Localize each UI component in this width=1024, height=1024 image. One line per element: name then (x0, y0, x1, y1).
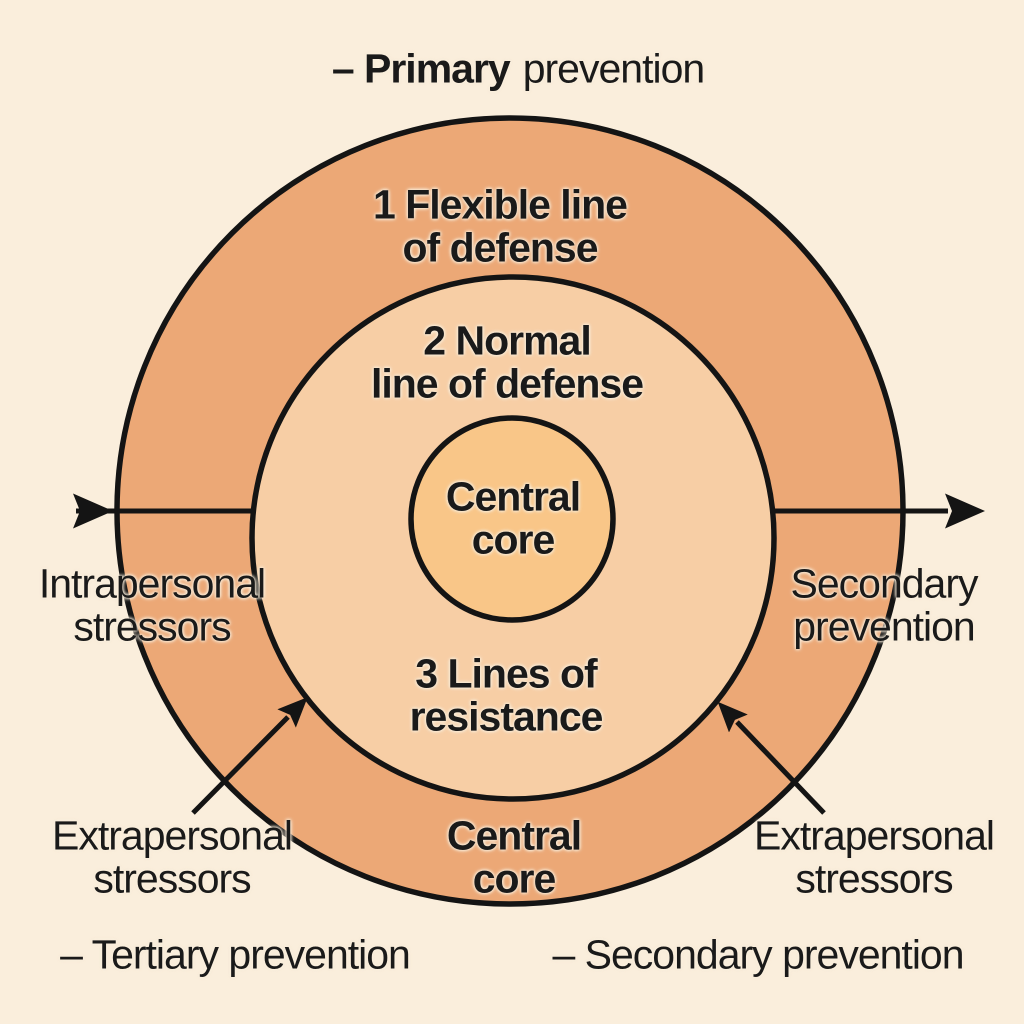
extrapersonal-arrow-right (717, 701, 826, 815)
flexible-line-label-line2: of defense (402, 225, 598, 271)
central-core-label: Central core (445, 473, 581, 563)
central-core-bottom-label: Central core (446, 812, 582, 902)
lines-of-resistance-label: 3 Lines of resistance (409, 650, 604, 740)
extrapersonal-stressors-right-label: Extrapersonal stressors (754, 812, 995, 902)
extrapersonal-stressors-left-label: Extrapersonal stressors (52, 812, 293, 902)
central-core-label-line1: Central (445, 473, 581, 520)
secondary-prevention-right-label-line1: Secondary (790, 560, 978, 607)
normal-line-label-line1: 2 Normal (423, 317, 591, 364)
normal-line-label: 2 Normal line of defense (370, 317, 644, 407)
extrapersonal-stressors-left-label-line1: Extrapersonal (52, 812, 293, 859)
intrapersonal-stressors-label-line2: stressors (73, 604, 231, 650)
secondary-prevention-right-label-line2: prevention (793, 604, 975, 650)
lines-of-resistance-label-line2: resistance (409, 694, 604, 740)
central-core-bottom-label-line1: Central (446, 812, 582, 859)
primary-prevention-label-dash: – Primary (331, 45, 511, 92)
extrapersonal-stressors-right-label-line2: stressors (795, 856, 953, 902)
intrapersonal-stressors-label: Intrapersonal stressors (38, 560, 266, 650)
flexible-line-label-line1: 1 Flexible line (373, 181, 628, 228)
tertiary-prevention-label: – Tertiary prevention (60, 931, 411, 978)
secondary-prevention-right-label: Secondary prevention (790, 560, 978, 650)
primary-prevention-label-rest: prevention (522, 45, 705, 92)
central-core-bottom-label-line2: core (472, 856, 557, 902)
extrapersonal-stressors-left-label-line2: stressors (93, 856, 251, 902)
central-core-circle (408, 415, 616, 623)
lines-of-resistance-label-line1: 3 Lines of (415, 650, 597, 697)
flexible-line-label: 1 Flexible line of defense (373, 181, 628, 271)
normal-line-label-line2: line of defense (370, 361, 644, 407)
secondary-prevention-bottom-label: – Secondary prevention (552, 931, 964, 978)
central-core-label-line2: core (471, 517, 556, 563)
intrapersonal-stressors-label-line1: Intrapersonal (38, 560, 266, 607)
extrapersonal-stressors-right-label-line1: Extrapersonal (754, 812, 995, 859)
extrapersonal-arrow-left (191, 697, 308, 815)
